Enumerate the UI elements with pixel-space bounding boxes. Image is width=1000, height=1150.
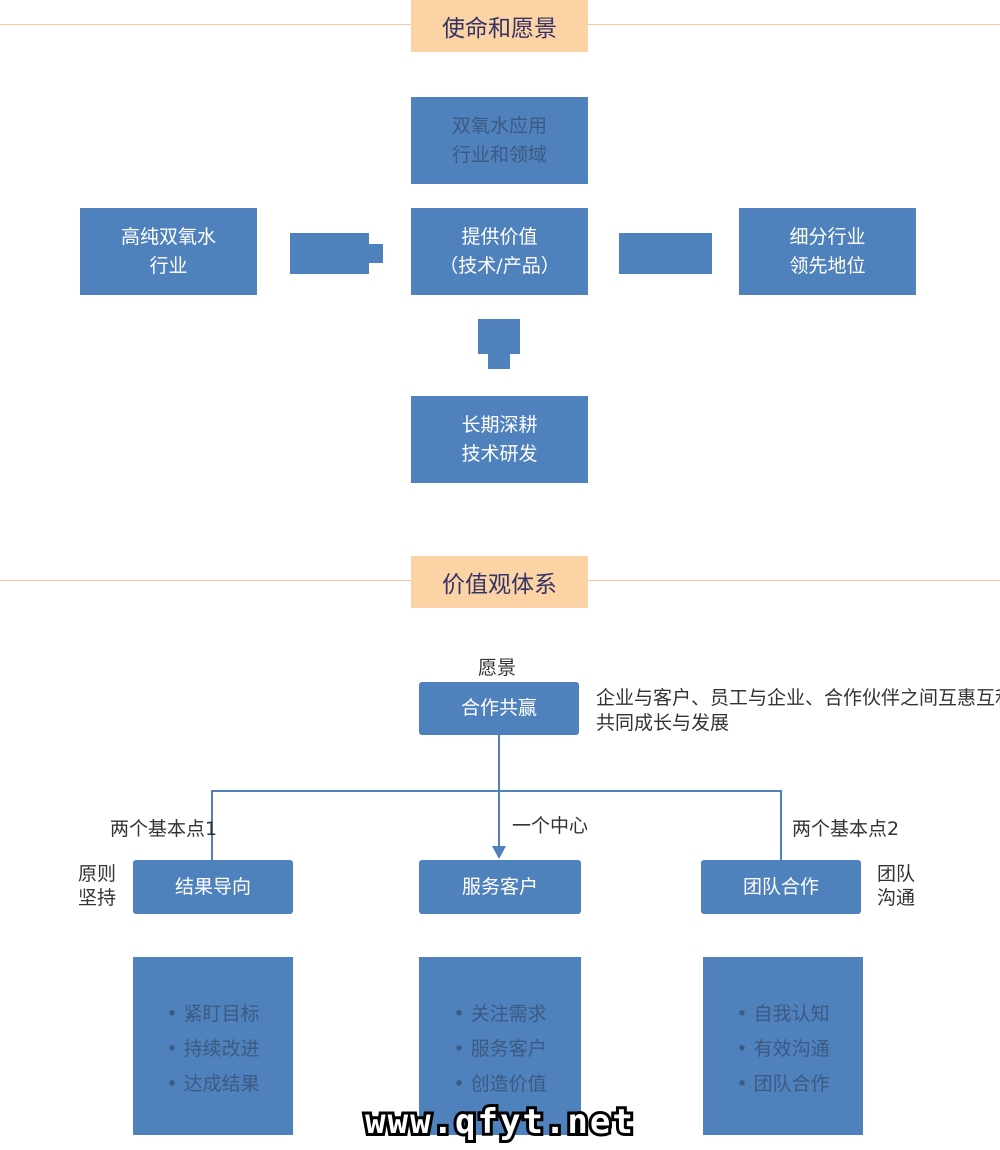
label-vision: 愿景 (478, 657, 517, 679)
list-item: 达成结果 (166, 1067, 260, 1102)
watermark: www.qfyt.net (362, 1099, 636, 1145)
box-line: 细分行业 (789, 225, 866, 248)
arrow-shaft (619, 233, 712, 274)
box-label: 结果导向 (174, 875, 251, 898)
box-line: （技术/产品） (439, 254, 560, 277)
box-line: 双氧水应用 (451, 114, 547, 137)
arrow-head (492, 846, 506, 859)
box-application-field: 双氧水应用 行业和领域 (411, 97, 588, 184)
box-result-oriented: 结果导向 (133, 860, 293, 914)
box-leading-position: 细分行业 领先地位 (739, 208, 916, 295)
list-item: 团队合作 (736, 1067, 830, 1102)
list-teamwork: 自我认知 有效沟通 团队合作 (703, 957, 863, 1135)
box-line: 技术研发 (461, 442, 538, 465)
vision-description: 企业与客户、员工与企业、合作伙伴之间互惠互利 共同成长与发展 (596, 686, 1000, 736)
list-item: 自我认知 (736, 997, 830, 1032)
box-provide-value: 提供价值 （技术/产品） (411, 208, 588, 295)
box-line: 领先地位 (789, 254, 866, 277)
list-item: 紧盯目标 (166, 997, 260, 1032)
box-line: 行业 (149, 254, 188, 277)
list-item: 创造价值 (453, 1067, 547, 1102)
side-line: 沟通 (877, 887, 916, 909)
box-long-term-rd: 长期深耕 技术研发 (411, 396, 588, 483)
list-item: 持续改进 (166, 1032, 260, 1067)
arrow-shaft (478, 319, 520, 354)
list-result-oriented: 紧盯目标 持续改进 达成结果 (133, 957, 293, 1135)
box-line: 提供价值 (461, 225, 538, 248)
list-serve-customer: 关注需求 服务客户 创造价值 (419, 957, 581, 1135)
side-note-left: 原则 坚持 (78, 862, 116, 910)
section-title-values: 价值观体系 (411, 556, 588, 608)
list-item: 关注需求 (453, 997, 547, 1032)
desc-line: 企业与客户、员工与企业、合作伙伴之间互惠互利 (596, 687, 1000, 709)
list-item: 服务客户 (453, 1032, 547, 1067)
side-note-right: 团队 沟通 (877, 862, 915, 910)
side-line: 团队 (877, 863, 916, 885)
arrow-head (488, 354, 510, 369)
section-title-mission: 使命和愿景 (411, 0, 588, 52)
box-label: 合作共赢 (460, 697, 537, 719)
box-teamwork: 团队合作 (701, 860, 861, 914)
label-one-center: 一个中心 (512, 815, 589, 837)
box-label: 团队合作 (742, 875, 819, 898)
label-basic-point-1: 两个基本点1 (110, 818, 218, 840)
box-serve-customer: 服务客户 (419, 860, 581, 914)
side-line: 坚持 (78, 887, 117, 909)
box-line: 长期深耕 (461, 413, 538, 436)
arrow-head (369, 244, 383, 263)
box-line: 行业和领域 (451, 143, 547, 166)
label-basic-point-2: 两个基本点2 (792, 818, 900, 840)
arrow-shaft (290, 233, 369, 274)
box-line: 高纯双氧水 (120, 225, 216, 248)
desc-line: 共同成长与发展 (596, 712, 730, 734)
box-win-win: 合作共赢 (419, 682, 579, 735)
side-line: 原则 (78, 863, 117, 885)
list-item: 有效沟通 (736, 1032, 830, 1067)
box-industry: 高纯双氧水 行业 (80, 208, 257, 295)
box-label: 服务客户 (461, 875, 538, 898)
